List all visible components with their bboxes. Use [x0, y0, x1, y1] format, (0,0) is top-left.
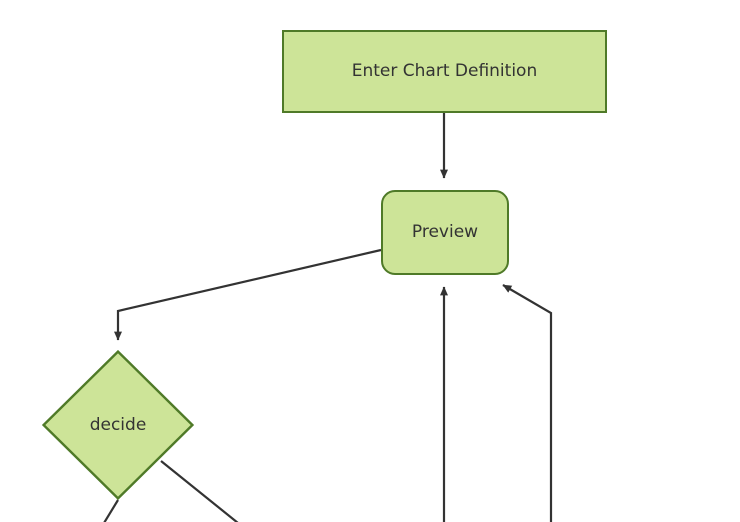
node-preview[interactable]: Preview — [381, 190, 509, 275]
edge-return-right — [502, 284, 553, 522]
node-enter-chart-definition[interactable]: Enter Chart Definition — [282, 30, 607, 113]
node-label: Enter Chart Definition — [351, 61, 538, 81]
node-label: Preview — [411, 222, 479, 242]
diamond-shape — [42, 350, 194, 500]
edge-decide-right — [160, 460, 239, 522]
node-decide[interactable]: decide — [42, 350, 194, 500]
edge-decide-left — [103, 499, 119, 522]
edge-preview-decide — [114, 248, 382, 341]
node-label: decide — [89, 414, 147, 435]
